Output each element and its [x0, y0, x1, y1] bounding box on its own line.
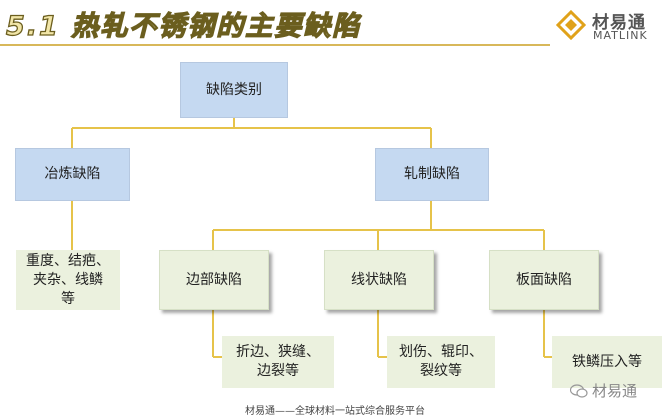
edge-defect-detail-text: 折边、狭缝、 边裂等	[236, 344, 320, 379]
wechat-icon	[570, 383, 588, 398]
surface-defect-label: 板面缺陷	[516, 271, 572, 288]
smelting-detail-node: 重度、结疤、 夹杂、线鳞 等	[16, 250, 120, 310]
smelting-detail-text: 重度、结疤、 夹杂、线鳞 等	[26, 252, 110, 307]
linear-defect-node: 线状缺陷	[324, 250, 434, 310]
matlink-logo-icon	[556, 10, 586, 40]
logo-name-cn: 材易通	[592, 13, 646, 33]
matlink-logo: 材易通 MATLINK	[556, 6, 666, 44]
rolling-defect-node: 轧制缺陷	[375, 148, 489, 201]
rolling-defect-label: 轧制缺陷	[404, 166, 460, 182]
surface-defect-detail: 铁鳞压入等	[552, 336, 662, 388]
logo-name-en: MATLINK	[593, 29, 648, 42]
surface-defect-detail-text: 铁鳞压入等	[572, 353, 642, 370]
edge-defect-detail: 折边、狭缝、 边裂等	[222, 336, 334, 388]
linear-defect-detail: 划伤、辊印、 裂纹等	[387, 336, 495, 388]
page-title: 5.1 热轧不锈钢的主要缺陷	[5, 10, 362, 42]
smelting-defect-node: 冶炼缺陷	[15, 148, 130, 201]
wechat-watermark: 材易通	[570, 380, 637, 401]
root-node: 缺陷类别	[180, 62, 288, 118]
watermark-text: 材易通	[592, 382, 638, 400]
title-underline	[0, 44, 550, 46]
root-label: 缺陷类别	[206, 81, 262, 98]
surface-defect-node: 板面缺陷	[489, 250, 599, 310]
edge-defect-label: 边部缺陷	[186, 271, 242, 288]
linear-defect-detail-text: 划伤、辊印、 裂纹等	[399, 344, 483, 379]
edge-defect-node: 边部缺陷	[159, 250, 269, 310]
footer-text: 材易通——全球材料一站式综合服务平台	[245, 406, 425, 417]
smelting-defect-label: 冶炼缺陷	[44, 166, 101, 182]
linear-defect-label: 线状缺陷	[351, 271, 407, 288]
